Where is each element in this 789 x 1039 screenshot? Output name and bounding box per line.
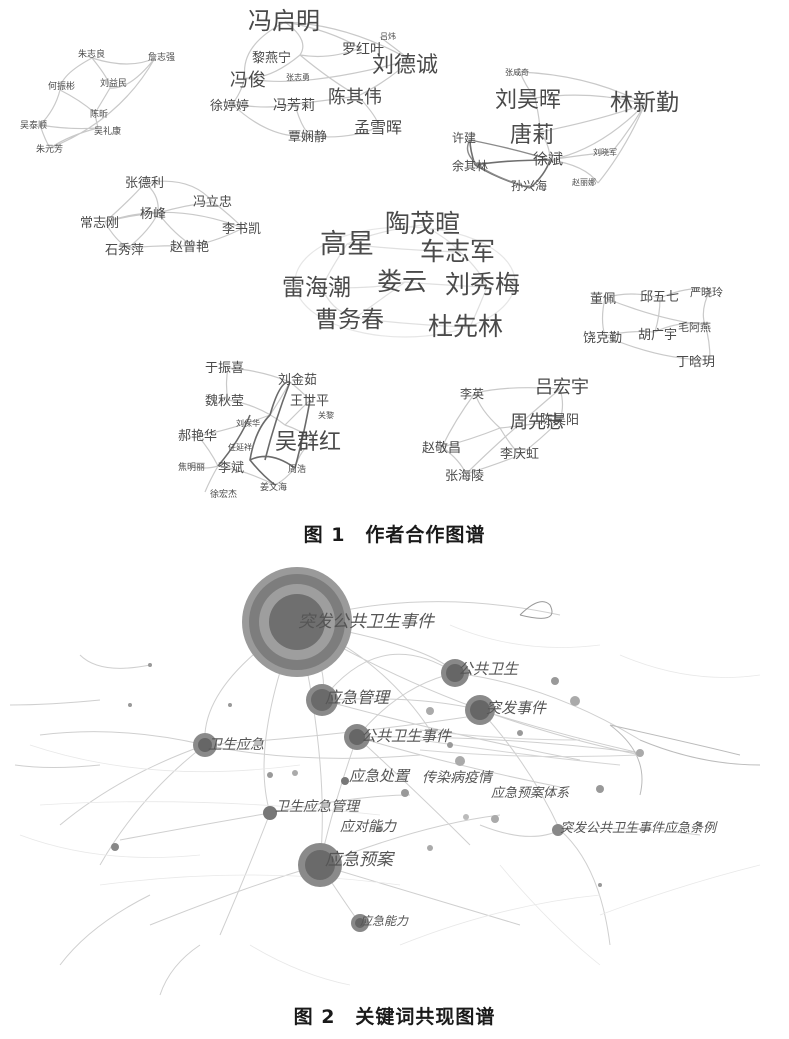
fig1-edges [39,21,711,493]
author-label: 娄云 [377,267,427,296]
author-label: 刘昊晖 [495,88,561,113]
author-label: 吕宏宇 [535,377,589,398]
author-label: 许建 [452,131,476,145]
keyword-label: 应对能力 [340,819,397,835]
author-label: 朱志良 [78,48,105,60]
author-label: 李书凯 [222,222,261,237]
author-label: 何振彬 [48,80,75,92]
author-label: 张德利 [125,176,164,191]
keyword-label: 传染病疫情 [422,770,494,786]
fig1-author-labels: 朱志良詹志强何振彬刘益民陈昕吴泰顺吴礼康朱元芳冯启明吕炜黎燕宁罗红叶刘德诚冯俊张… [20,7,723,500]
author-label: 石秀萍 [105,243,144,258]
author-label: 张咸奇 [505,67,529,77]
author-label: 李庆虹 [500,447,539,462]
keyword-label: 应急能力 [360,914,409,928]
author-label: 吕炜 [380,31,396,41]
keyword-label: 应急预案 [325,850,395,870]
keyword-label: 公共卫生 [458,660,519,678]
author-label: 吴礼康 [94,125,121,137]
author-label: 吴群红 [275,430,341,455]
author-label: 吴泰顺 [20,119,47,131]
author-label: 唐莉 [510,123,554,148]
author-label: 曹务春 [315,307,384,333]
keyword-label: 卫生应急 [208,737,264,753]
author-label: 董佩 [590,292,616,307]
author-label: 刘晓军 [593,147,617,157]
author-label: 徐斌 [533,150,563,168]
author-label: 陈其伟 [328,87,382,108]
author-label: 姜文海 [260,481,287,493]
author-label: 陈昕 [90,108,108,120]
author-label: 陈昊阳 [540,412,579,428]
author-label: 徐婷婷 [210,98,249,114]
author-label: 黎燕宁 [252,50,291,66]
author-label: 魏秋莹 [205,394,244,409]
author-label: 邱五七 [640,290,679,305]
author-label: 孙兴海 [511,178,547,193]
author-label: 刘保华 [236,418,260,428]
author-label: 于振喜 [205,361,244,376]
author-label: 丁晗玥 [676,354,715,370]
keyword-label: 应急预案体系 [491,785,570,801]
keyword-label: 应急管理 [325,688,391,707]
author-label: 孟雪晖 [354,118,402,137]
author-label: 杨峰 [140,207,166,222]
figure2-caption: 图 2 关键词共现图谱 [293,1006,496,1028]
fig2-nodes [111,567,702,932]
author-label: 周先志 [510,412,564,433]
author-label: 罗红叶 [342,42,384,58]
author-label: 饶克勤 [583,331,622,346]
author-label: 郝艳华 [178,428,217,444]
author-label: 毛阿燕 [678,321,711,334]
author-label: 林新勤 [610,90,679,116]
author-label: 陶茂暄 [385,209,460,238]
author-label: 周浩 [288,463,306,475]
author-label: 李英 [460,386,484,401]
node-卫生应急管理 [263,806,277,820]
author-label: 杜先林 [428,312,503,341]
author-label: 刘秀梅 [445,270,520,299]
fig2-keyword-labels: 突发公共卫生事件应急管理公共卫生突发事件卫生应急公共卫生事件应急处置传染病疫情应… [208,612,718,928]
author-label: 雷海潮 [282,275,351,301]
author-label: 车志军 [420,237,495,266]
author-label: 詹志强 [148,51,175,63]
author-label: 刘德诚 [372,53,438,78]
author-label: 赵丽娜 [572,177,596,187]
author-label: 冯俊 [230,70,266,91]
author-label: 关黎 [318,410,334,420]
author-label: 冯立忠 [193,195,232,210]
keyword-label: 卫生应急管理 [275,799,361,815]
keyword-label: 公共卫生事件 [361,727,453,745]
keyword-label: 突发公共卫生事件应急条例 [560,820,718,836]
author-label: 任延祥 [228,442,252,452]
author-label: 王世平 [290,394,329,409]
author-label: 严晓玲 [690,286,723,299]
author-label: 覃娴静 [288,130,327,145]
author-label: 刘金茹 [278,372,317,388]
keyword-label: 应急处置 [349,767,411,785]
fig2-background-edges [19,624,761,986]
node-突发公共卫生事件应急条例 [552,824,564,836]
author-label: 赵敬昌 [422,440,461,456]
author-label: 高星 [320,229,374,260]
author-label: 常志刚 [80,216,119,231]
author-label: 胡广宇 [638,328,677,343]
author-label: 张志勇 [286,72,310,82]
author-label: 冯芳莉 [273,97,315,114]
author-label: 朱元芳 [36,143,63,155]
fig2-edges [9,601,761,996]
author-label: 李斌 [218,461,244,476]
figure1-caption: 图 1 作者合作图谱 [303,524,486,546]
author-label: 焦明丽 [178,461,205,473]
author-label: 徐宏杰 [210,488,237,500]
author-collaboration-network: 朱志良詹志强何振彬刘益民陈昕吴泰顺吴礼康朱元芳冯启明吕炜黎燕宁罗红叶刘德诚冯俊张… [20,7,723,500]
author-label: 冯启明 [248,7,320,35]
author-label: 刘益民 [100,77,127,89]
author-label: 张海陵 [445,469,484,484]
keyword-cooccurrence-network: 突发公共卫生事件应急管理公共卫生突发事件卫生应急公共卫生事件应急处置传染病疫情应… [9,567,761,996]
author-label: 余其林 [452,158,488,173]
keyword-label: 突发公共卫生事件 [298,612,436,632]
author-label: 赵曾艳 [170,239,209,255]
keyword-label: 突发事件 [486,699,548,717]
